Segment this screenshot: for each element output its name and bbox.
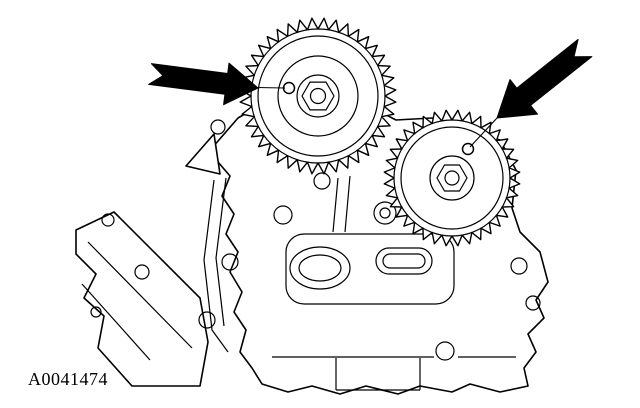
right-sprocket-bolt-center <box>444 170 460 186</box>
bolt-hole <box>221 253 239 271</box>
figure-label: A0041474 <box>28 369 108 389</box>
bolt-hole <box>435 341 455 361</box>
left-timing-pointer-arrow-icon <box>148 62 259 106</box>
bolt-hole <box>134 264 150 280</box>
cover-opening-oval <box>289 246 351 290</box>
cover-rib <box>344 175 351 233</box>
bolt-hole <box>90 306 102 318</box>
chain-guide-arm-edge <box>215 177 227 327</box>
right-sprocket-hex-bolt <box>436 164 468 192</box>
right-timing-pointer-arrow-icon <box>496 38 593 119</box>
cover-rib <box>332 177 339 233</box>
cover-slot-inner <box>382 253 426 269</box>
left-sprocket-plate <box>257 35 379 157</box>
bolt-hole <box>510 257 528 275</box>
right-arrow-leader-line <box>469 117 498 148</box>
left-arrow-leader-line <box>255 86 286 89</box>
right-sprocket-teeth <box>383 109 521 247</box>
right-sprocket-plate <box>400 126 504 230</box>
left-camshaft-sprocket <box>239 17 397 175</box>
bolt-hole <box>101 213 115 227</box>
right-camshaft-sprocket <box>383 109 521 247</box>
bolt-hole <box>210 119 226 135</box>
adjacent-component-rib <box>81 283 151 361</box>
adjacent-component-outline <box>75 211 209 387</box>
left-timing-mark-hole <box>282 81 296 95</box>
chain-guide-arm-edge <box>203 179 229 353</box>
cover-boss <box>285 233 455 305</box>
bolt-boss-inner <box>379 207 391 219</box>
left-sprocket-hub <box>277 55 359 137</box>
bolt-hole <box>273 205 293 225</box>
left-sprocket-bolt-center <box>309 87 327 105</box>
bolt-boss <box>373 201 397 225</box>
left-sprocket-hex-bolt <box>301 81 335 111</box>
bolt-hole <box>198 311 216 329</box>
left-sprocket-rim <box>250 28 386 164</box>
bracket-triangle <box>185 133 221 175</box>
left-sprocket-washer <box>296 74 340 118</box>
adjacent-component-rib <box>87 241 193 349</box>
timing-mark-callouts <box>148 38 593 148</box>
bolt-hole <box>313 172 331 190</box>
cover-slot <box>375 247 433 275</box>
cover-opening-oval-inner <box>298 254 342 282</box>
right-sprocket-washer <box>429 155 475 201</box>
right-sprocket-rim <box>393 119 511 237</box>
bolt-hole <box>525 295 541 311</box>
